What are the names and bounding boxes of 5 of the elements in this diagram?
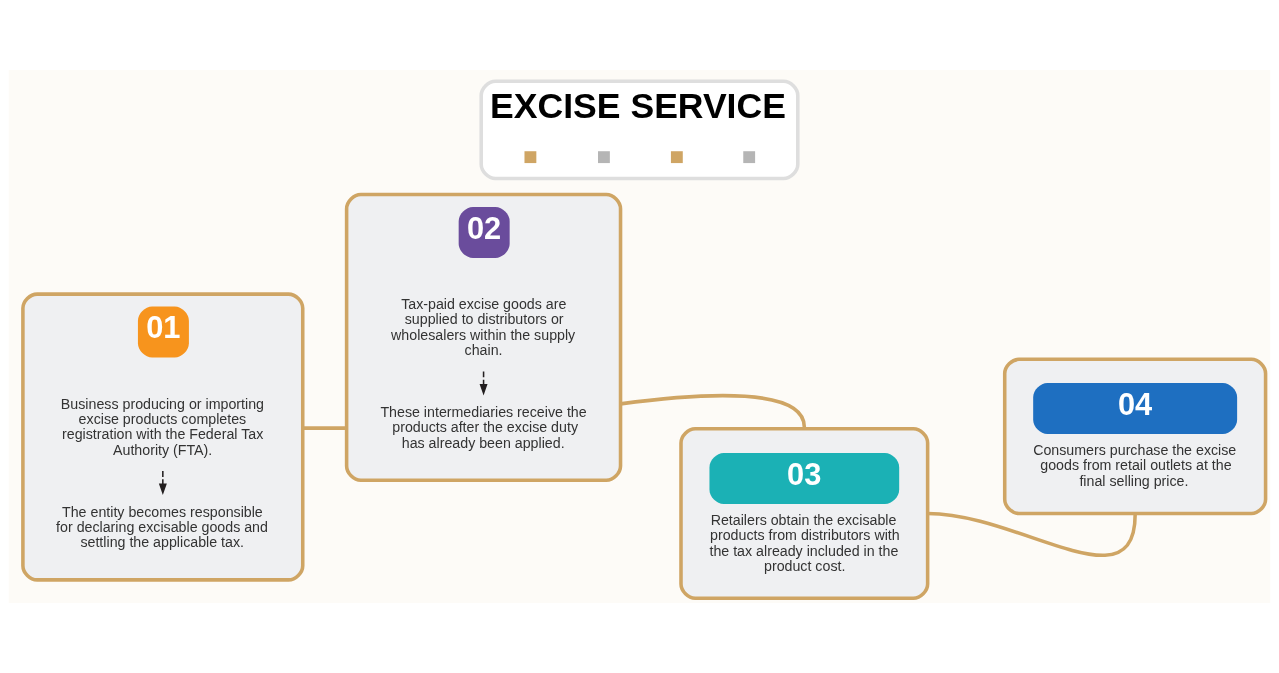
node-text: Tax-paid excise goods are supplied to distributors or wholesalers within the supply chain.	[391, 296, 576, 359]
node-text: The entity becomes responsible for declaring excisable goods and settling the applicable tax.	[56, 503, 268, 551]
node-text: These intermediaries receive the products after the excise duty has already been applied.	[380, 403, 587, 451]
diagram-title: EXCISE SERVICE	[490, 86, 786, 127]
node-text: Business producing or importing excise products completes registration with the Federal Tax Authority (FTA).	[60, 395, 264, 458]
